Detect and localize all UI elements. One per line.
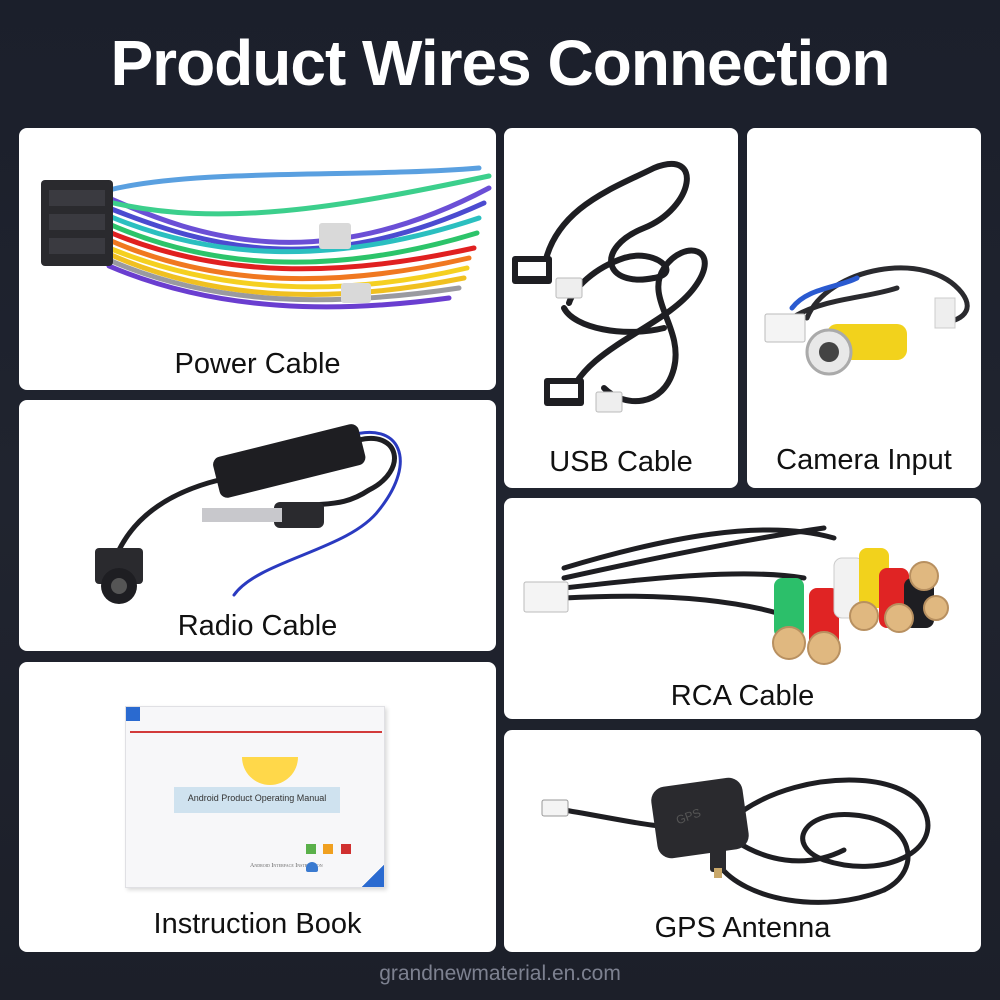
gps-antenna-card: GPS GPS Antenna (504, 730, 981, 952)
gps-antenna-label: GPS Antenna (654, 912, 831, 944)
rca-cable-label: RCA Cable (670, 680, 815, 712)
camera-input-image (764, 265, 970, 376)
manual-cover-title: Android Product Operating Manual (187, 793, 327, 803)
page-title: Product Wires Connection (110, 27, 890, 99)
manual-cover-footer-text: Android Interface Instruction (250, 863, 323, 869)
camera-input-label: Camera Input (776, 444, 952, 476)
app-icon (340, 844, 351, 854)
radio-cable-card: Radio Cable (19, 400, 496, 651)
manual-cover-title-band (174, 787, 340, 813)
gps-antenna-image: GPS (541, 777, 931, 905)
instruction-book-label: Instruction Book (153, 908, 362, 940)
manual-cover-accent (126, 707, 140, 721)
manual-cover-app-icons (306, 841, 366, 872)
radio-cable-label: Radio Cable (177, 610, 338, 642)
app-icon (323, 844, 334, 854)
power-cable-image (41, 165, 492, 310)
instruction-book-card: Android Product Operating Manual Android… (19, 662, 496, 952)
rca-cable-card: RCA Cable (504, 498, 981, 719)
footer-watermark: grandnewmaterial.en.com (379, 962, 621, 985)
manual-cover-sun-icon (242, 757, 298, 785)
manual-cover-corner (362, 865, 384, 887)
usb-cable-label: USB Cable (549, 446, 693, 478)
app-icon (306, 844, 316, 854)
rca-cable-image (523, 525, 949, 665)
android-icon (306, 862, 318, 872)
usb-cable-card: USB Cable (504, 128, 738, 488)
power-cable-card: Power Cable (19, 128, 496, 390)
power-cable-label: Power Cable (174, 348, 341, 380)
usb-cable-image (512, 161, 708, 413)
manual-cover-rule (130, 731, 382, 733)
radio-cable-image (95, 424, 402, 604)
camera-input-card: Camera Input (747, 128, 981, 488)
manual-cover: Android Product Operating Manual Android… (125, 706, 385, 888)
